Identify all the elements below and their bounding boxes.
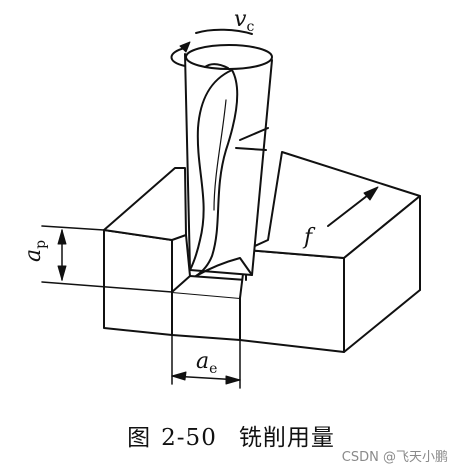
depth-of-cut-dimension (41, 225, 173, 293)
end-mill-cutter (184, 44, 273, 277)
caption-number: 2-50 (161, 425, 217, 451)
caption-prefix: 图 (127, 425, 152, 451)
caption-title: 铣削用量 (238, 425, 335, 451)
width-of-cut-dimension (171, 334, 241, 389)
workpiece-block (103, 151, 421, 353)
rotation-arrow (170, 28, 253, 67)
watermark: CSDN @飞天小鹏 (341, 450, 448, 465)
svg-text:ap: ap (21, 240, 49, 262)
cutting-speed-label: vc (234, 7, 254, 35)
width-of-cut-label: ae (196, 349, 217, 377)
figure-caption: 图 2-50 铣削用量 (0, 418, 462, 452)
feed-arrow (327, 186, 379, 227)
depth-of-cut-label: ap (21, 240, 49, 262)
